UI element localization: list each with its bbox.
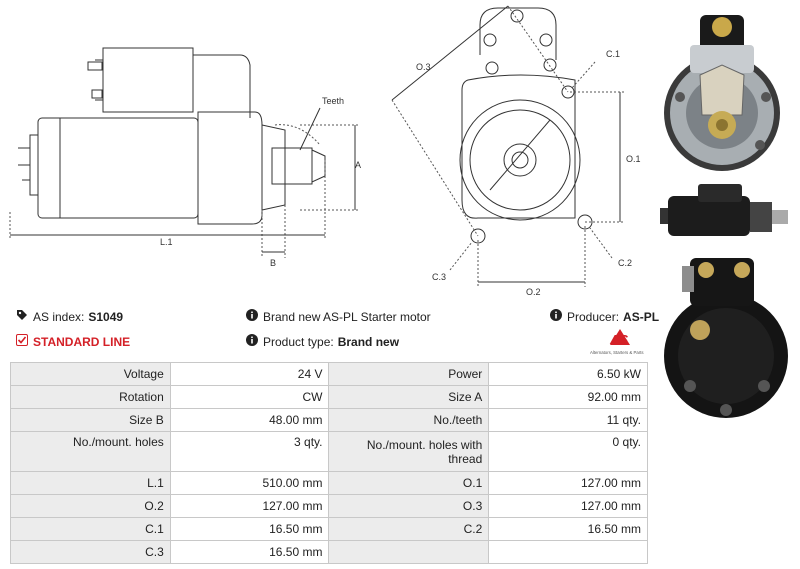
info-icon — [246, 309, 258, 324]
producer-value: AS-PL — [623, 309, 660, 324]
producer: Producer: AS-PL — [550, 309, 659, 324]
product-type: Product type: Brand new — [246, 334, 399, 349]
product-photo-rear — [664, 258, 788, 418]
spec-key: C.1 — [10, 517, 171, 541]
info-icon — [246, 334, 258, 349]
label-o1: O.1 — [626, 154, 641, 164]
label-l1: L.1 — [160, 237, 173, 247]
product-type-value: Brand new — [337, 334, 400, 349]
spec-key: O.2 — [10, 494, 171, 518]
standard-line-badge: STANDARD LINE — [16, 334, 130, 349]
spec-value: 16.50 mm — [488, 517, 648, 541]
table-row: No./mount. holes 3 qty. No./mount. holes… — [10, 431, 648, 472]
spec-table: Voltage 24 V Power 6.50 kW Rotation CW S… — [10, 362, 648, 564]
label-a: A — [355, 160, 361, 170]
label-c3: C.3 — [432, 272, 446, 282]
label-o2: O.2 — [526, 287, 541, 297]
spec-value: 3 qty. — [169, 431, 330, 472]
label-c1: C.1 — [606, 49, 620, 59]
spec-value: 11 qty. — [488, 408, 648, 432]
table-row: C.1 16.50 mm C.2 16.50 mm — [10, 517, 648, 541]
description-text: Brand new AS-PL Starter motor — [263, 309, 431, 324]
as-index-label: AS index: — [33, 309, 85, 324]
as-index: AS index: S1049 — [16, 309, 123, 324]
spec-key: C.3 — [10, 540, 171, 564]
spec-value: CW — [169, 385, 330, 409]
table-row: Size B 48.00 mm No./teeth 11 qty. — [10, 408, 648, 432]
spec-value — [488, 540, 648, 564]
spec-key: O.3 — [328, 494, 490, 518]
spec-key: Rotation — [10, 385, 171, 409]
spec-key: No./mount. holes — [10, 431, 171, 472]
table-row: Voltage 24 V Power 6.50 kW — [10, 362, 648, 386]
spec-key: Power — [328, 362, 490, 386]
spec-key: C.2 — [328, 517, 490, 541]
spec-value: 16.50 mm — [169, 517, 330, 541]
spec-key: Size B — [10, 408, 171, 432]
table-row: L.1 510.00 mm O.1 127.00 mm — [10, 471, 648, 495]
spec-value: 16.50 mm — [169, 540, 330, 564]
label-c2: C.2 — [618, 258, 632, 268]
spec-key: Size A — [328, 385, 490, 409]
spec-key — [328, 540, 490, 564]
spec-value: 127.00 mm — [169, 494, 330, 518]
spec-value: 510.00 mm — [169, 471, 330, 495]
spec-value: 0 qty. — [488, 431, 648, 472]
logo-tagline: Alternators, Starters & Parts — [590, 350, 644, 355]
table-row: Rotation CW Size A 92.00 mm — [10, 385, 648, 409]
product-photo-side — [660, 184, 788, 236]
producer-label: Producer: — [567, 309, 620, 324]
label-o3: O.3 — [416, 62, 431, 72]
info-icon — [550, 309, 562, 324]
label-teeth: Teeth — [322, 96, 344, 106]
spec-value: 6.50 kW — [488, 362, 648, 386]
spec-value: 127.00 mm — [488, 494, 648, 518]
table-row: O.2 127.00 mm O.3 127.00 mm — [10, 494, 648, 518]
spec-key: Voltage — [10, 362, 171, 386]
spec-key: L.1 — [10, 471, 171, 495]
spec-key: O.1 — [328, 471, 490, 495]
spec-key: No./teeth — [328, 408, 490, 432]
label-b: B — [270, 258, 276, 268]
description: Brand new AS-PL Starter motor — [246, 309, 431, 324]
as-pl-logo: AS Alternators, Starters & Parts — [590, 329, 644, 355]
table-row: C.3 16.50 mm — [10, 540, 648, 564]
spec-value: 48.00 mm — [169, 408, 330, 432]
product-photo-front — [664, 15, 780, 171]
as-index-value: S1049 — [88, 309, 124, 324]
tag-icon — [16, 309, 28, 324]
spec-key: No./mount. holes with thread — [328, 431, 490, 472]
spec-value: 92.00 mm — [488, 385, 648, 409]
side-view-drawing: Teeth A B L.1 — [9, 47, 361, 268]
logo-mark: AS — [609, 332, 628, 347]
spec-value: 24 V — [169, 362, 330, 386]
spec-value: 127.00 mm — [488, 471, 648, 495]
check-square-icon — [16, 334, 28, 349]
product-type-label: Product type: — [263, 334, 334, 349]
front-view-drawing: O.3 C.1 O.1 C.3 C.2 O.2 — [391, 5, 641, 297]
standard-line-text: STANDARD LINE — [33, 334, 131, 349]
